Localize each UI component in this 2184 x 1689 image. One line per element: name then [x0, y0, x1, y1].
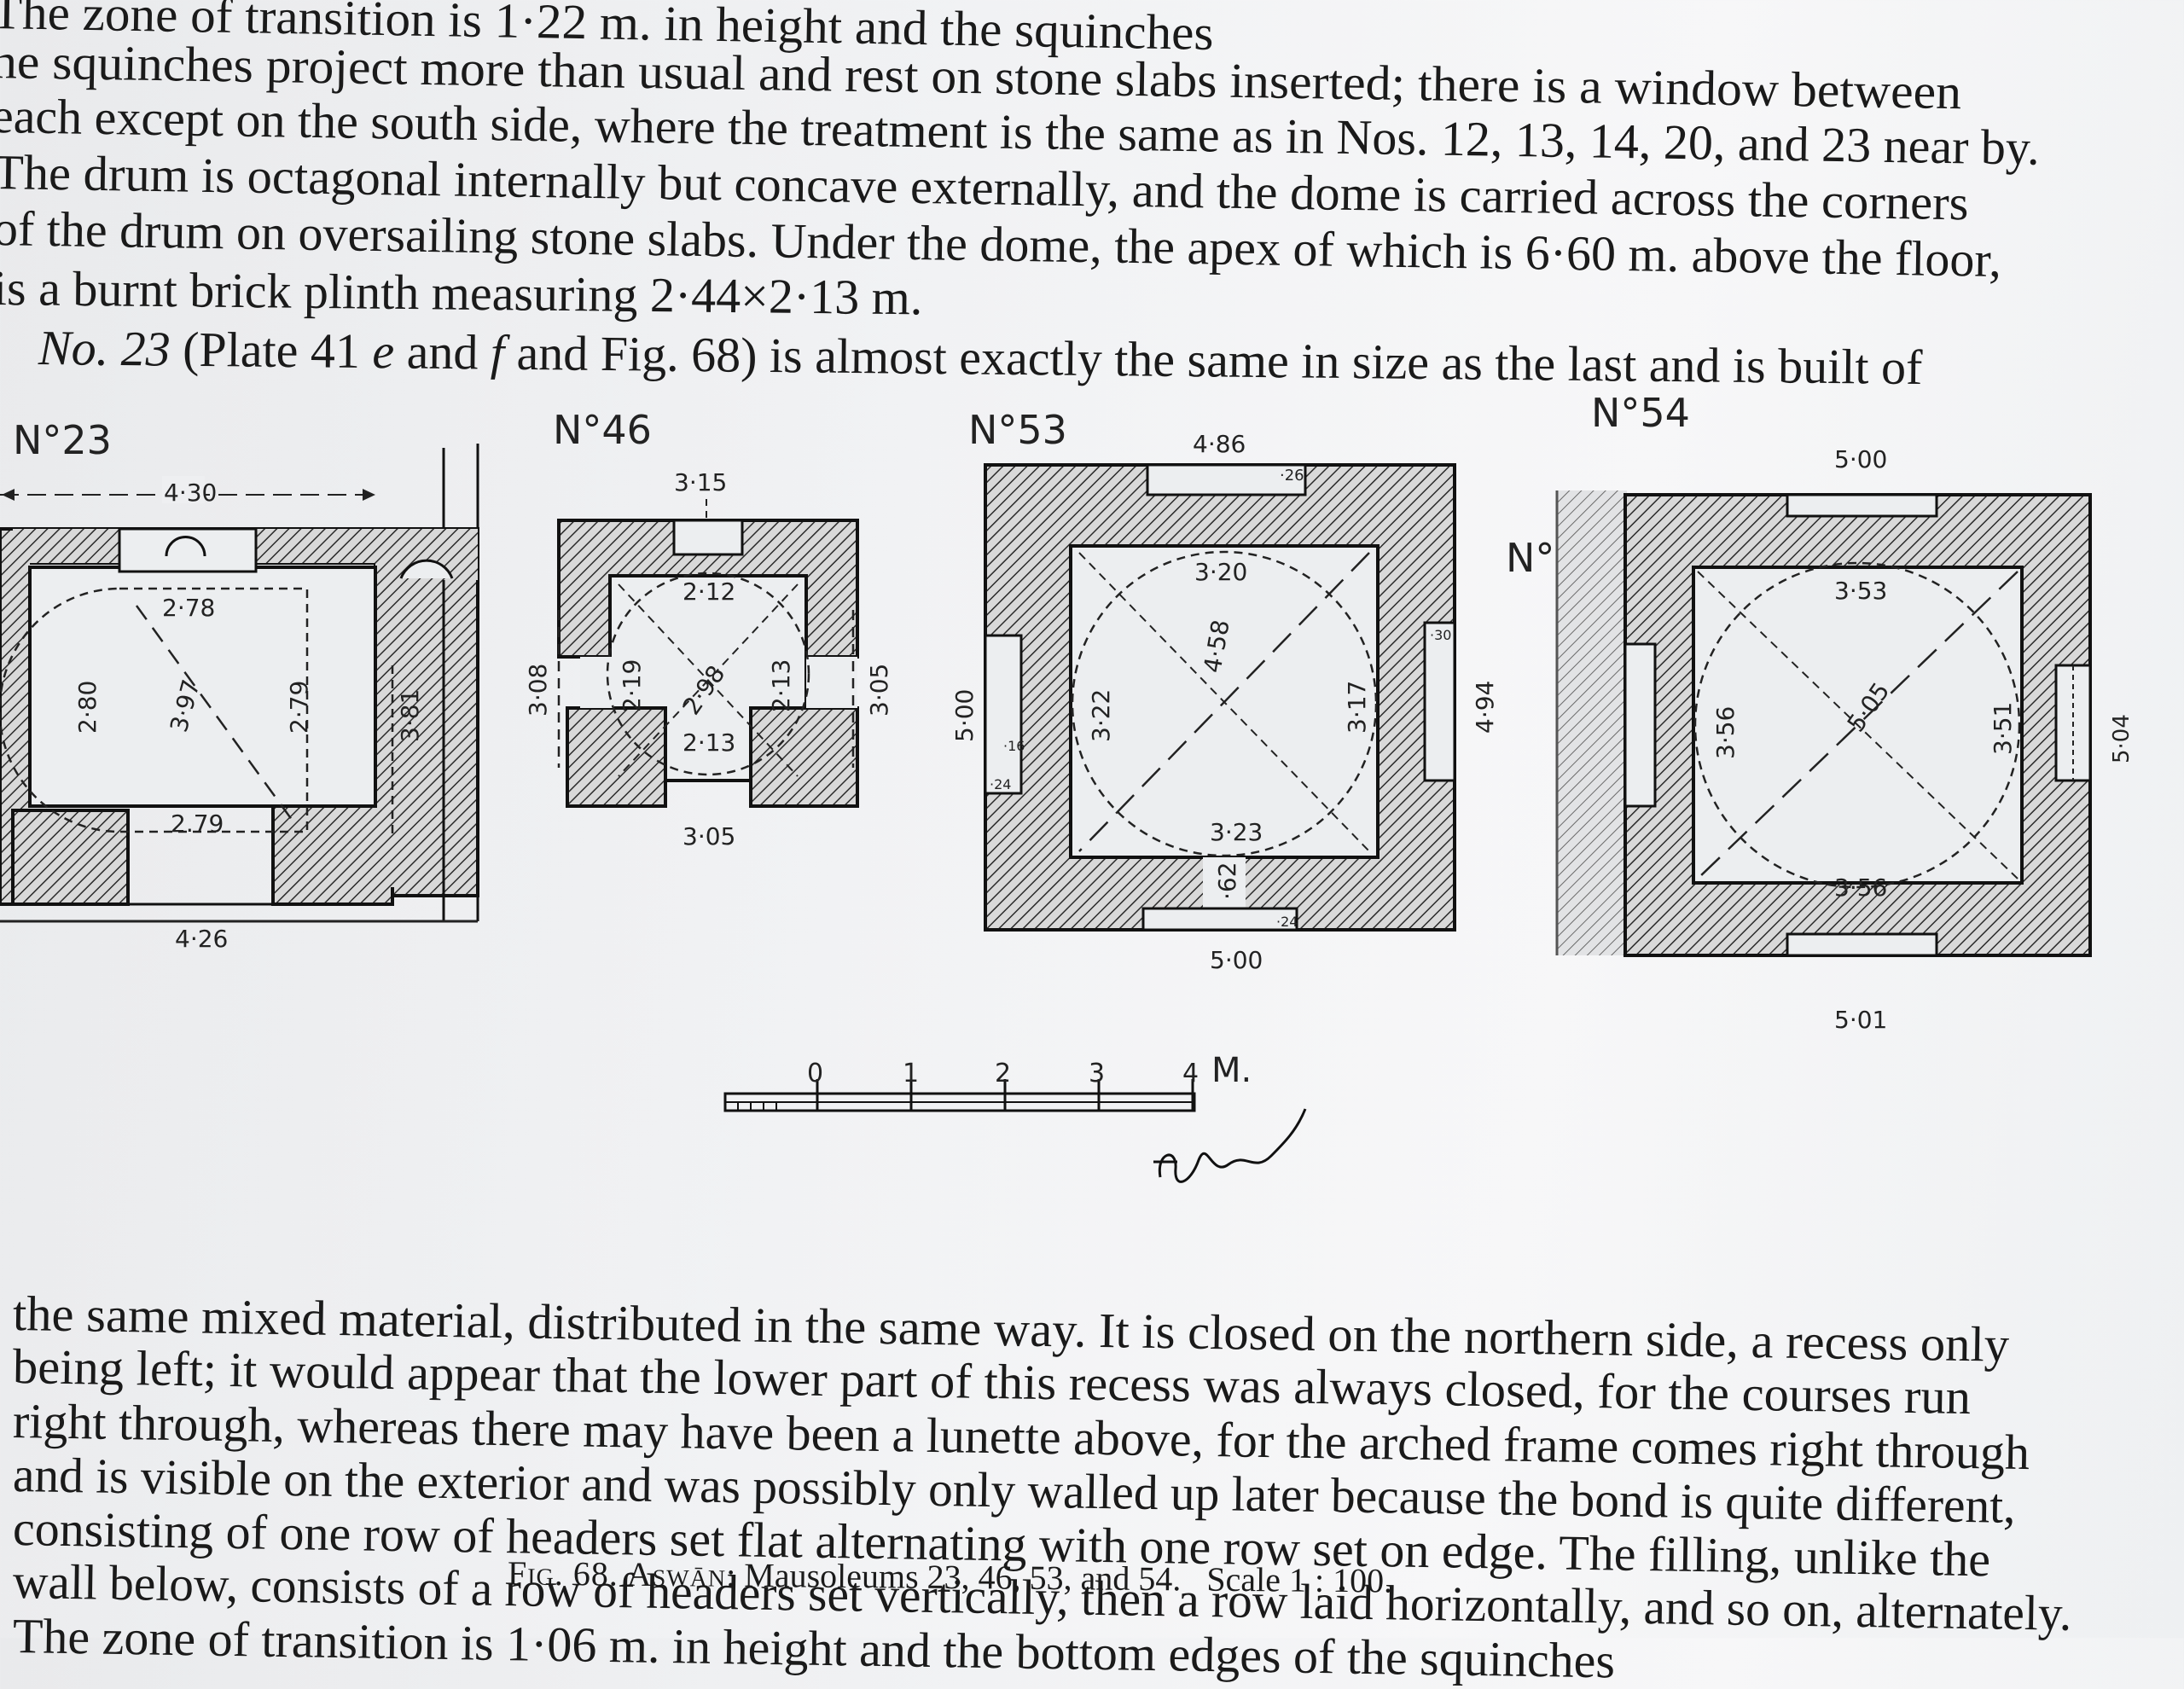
dim-label: 5·01 [1834, 1006, 1887, 1034]
scale-tick: 4 [1182, 1059, 1199, 1088]
scale-bar: 0 1 2 3 4 M. [723, 1051, 1252, 1112]
dim-label: 3·08 [524, 664, 552, 717]
plan-n53: N°53 4·86 ·26 3·20 5·00 3·22 4·58 3·17 ·… [950, 407, 1499, 974]
dim-label: 4·94 [1471, 681, 1499, 734]
dim-label: 2·79 [285, 681, 313, 734]
dim-label: 3·53 [1834, 577, 1887, 605]
scale-tick: 1 [903, 1059, 919, 1088]
dim-label: 3·05 [865, 664, 893, 717]
plan-n46: N°46 3·15 2·12 3·08 2·19 2·98 2·13 3·05 … [524, 407, 893, 850]
dim-label: ·24 [990, 776, 1011, 792]
dim-label: 3·17 [1343, 681, 1371, 734]
dim-label: 2·78 [162, 594, 215, 622]
dim-label: 3·56 [1834, 874, 1887, 902]
dim-label: 3·15 [674, 468, 727, 496]
plan-label: N°46 [553, 407, 652, 453]
scale-tick: 2 [995, 1059, 1011, 1088]
dim-label: ·16 [1003, 738, 1025, 754]
plans-drawing: N°23 4·30 2·78 2·80 3·97 [0, 390, 2135, 1183]
dim-label: 3·22 [1087, 689, 1115, 742]
dim-label: 2.79 [171, 810, 224, 838]
dim-label: 2·80 [73, 681, 102, 734]
text-line: is a burnt brick plinth measuring 2·44×2… [0, 260, 923, 326]
dim-label: 5·00 [950, 689, 979, 742]
dim-label: 5·00 [1210, 946, 1263, 974]
creswell-signature [1158, 1108, 1307, 1183]
dim-label: ·30 [1430, 627, 1451, 643]
dim-label: ·24 [1276, 914, 1298, 930]
dim-label: 3·51 [1989, 702, 2017, 755]
plan-label: N°54 [1591, 390, 1690, 436]
plan-n54: N°54 N°55 5·00 3·53 3·56 5·05 3·51 5·04 … [1506, 390, 2135, 1034]
dim-label: 2·12 [682, 578, 735, 606]
dim-label: 3·23 [1210, 818, 1263, 846]
dim-label: 5·00 [1834, 445, 1887, 473]
dim-label: 4·26 [175, 925, 228, 953]
dim-label: 4·30 [164, 479, 217, 507]
dim-label: ·62 [1213, 862, 1241, 900]
dim-label: 3·20 [1194, 558, 1247, 586]
dim-label: 5·04 [2109, 714, 2135, 763]
plan-label: N°53 [968, 407, 1067, 453]
dim-label: 3·56 [1711, 706, 1740, 759]
dim-label: 4·86 [1193, 430, 1246, 458]
dim-label: 2·13 [682, 728, 735, 757]
scale-tick: 3 [1089, 1059, 1105, 1088]
plan-label: N°23 [13, 417, 112, 463]
plan-n23: N°23 4·30 2·78 2·80 3·97 [0, 417, 479, 953]
scale-tick: 0 [807, 1059, 823, 1088]
dim-label: 2·13 [767, 659, 795, 712]
dim-label: 3·81 [396, 689, 424, 742]
figure-68: N°23 4·30 2·78 2·80 3·97 [0, 358, 2184, 1600]
scale-unit: M. [1211, 1051, 1252, 1090]
dim-label: 2·19 [618, 659, 646, 712]
dim-label: ·26 [1280, 467, 1304, 485]
dim-label: 3·05 [682, 822, 735, 850]
